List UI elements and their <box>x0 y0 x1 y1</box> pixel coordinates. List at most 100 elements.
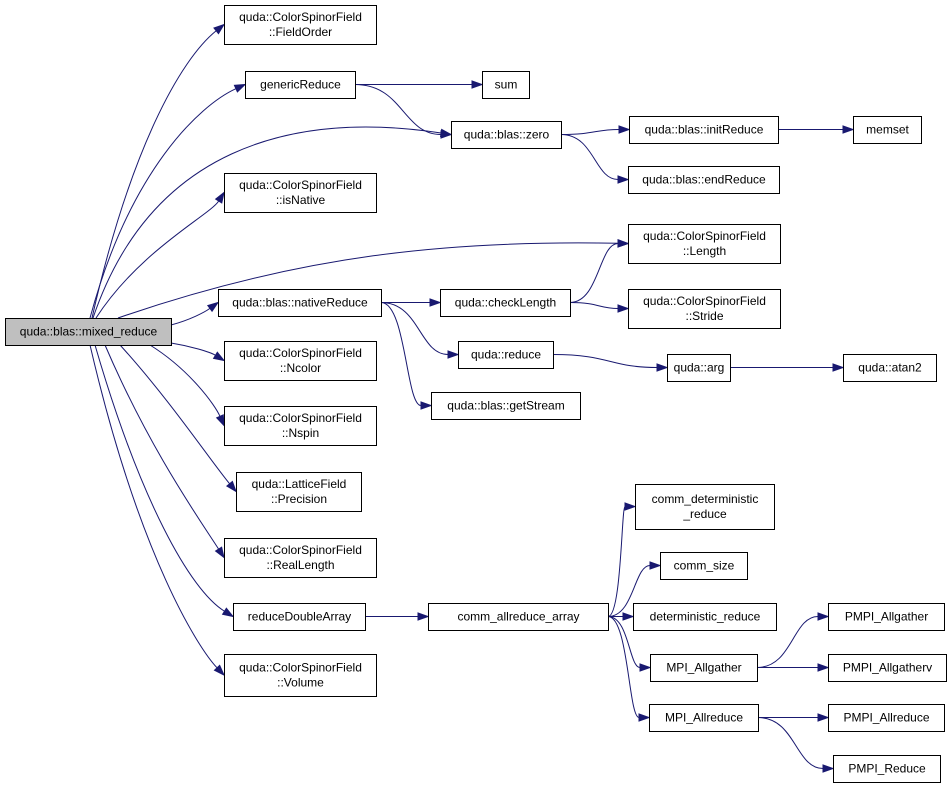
node-pmpiAllreduce[interactable]: PMPI_Allreduce <box>828 704 945 732</box>
node-label: ::Stride <box>685 309 723 323</box>
arrow-head-icon <box>842 125 855 134</box>
node-length[interactable]: quda::ColorSpinorField::Length <box>628 224 781 264</box>
edge-reduceDoubleArray-to-commAllreduceArray <box>364 612 430 621</box>
edge-root-to-reduceDoubleArray <box>94 344 235 618</box>
edge-line <box>170 307 211 326</box>
node-nspin[interactable]: quda::ColorSpinorField::Nspin <box>224 406 377 446</box>
node-label: ::Precision <box>271 492 327 506</box>
node-box <box>224 406 377 446</box>
edge-line <box>569 302 619 309</box>
node-label: quda::ColorSpinorField <box>239 178 362 192</box>
node-label: ::isNative <box>276 193 326 207</box>
edge-line <box>380 302 449 355</box>
node-endReduce[interactable]: quda::blas::endReduce <box>628 166 780 194</box>
node-reduceDoubleArray[interactable]: reduceDoubleArray <box>233 603 366 631</box>
node-mpiAllgather[interactable]: MPI_Allgather <box>650 654 758 682</box>
node-zero[interactable]: quda::blas::zero <box>451 121 562 149</box>
node-box <box>440 289 571 317</box>
node-label: comm_deterministic <box>652 492 759 506</box>
node-box <box>828 603 945 631</box>
node-getStream[interactable]: quda::blas::getStream <box>431 392 581 420</box>
node-box <box>224 654 377 697</box>
node-stride[interactable]: quda::ColorSpinorField::Stride <box>628 289 781 329</box>
edge-line <box>94 344 225 612</box>
arrow-head-icon <box>233 83 247 93</box>
arrow-head-icon <box>214 191 225 204</box>
edge-root-to-realLength <box>104 344 225 559</box>
edge-initReduce-to-memset <box>778 125 855 134</box>
node-realLength[interactable]: quda::ColorSpinorField::RealLength <box>224 538 377 578</box>
arrow-head-icon <box>221 607 235 618</box>
node-label: ::Ncolor <box>280 361 321 375</box>
node-pmpiAllgather[interactable]: PMPI_Allgather <box>828 603 945 631</box>
node-label: quda::ColorSpinorField <box>643 229 766 243</box>
edge-line <box>95 200 220 319</box>
node-box <box>828 654 947 682</box>
node-label: quda::LatticeField <box>252 477 347 491</box>
node-atan2[interactable]: quda::atan2 <box>843 354 937 382</box>
node-label: ::RealLength <box>266 558 334 572</box>
node-detReduce[interactable]: deterministic_reduce <box>633 603 777 631</box>
arrow-head-icon <box>817 612 830 621</box>
node-ncolor[interactable]: quda::ColorSpinorField::Ncolor <box>224 341 377 381</box>
node-initReduce[interactable]: quda::blas::initReduce <box>629 116 779 144</box>
edge-commAllreduceArray-to-commSize <box>607 561 662 617</box>
node-nativeReduce[interactable]: quda::blas::nativeReduce <box>218 289 382 317</box>
node-box <box>629 116 779 144</box>
edge-line <box>92 126 442 319</box>
node-label: ::Nspin <box>282 426 319 440</box>
edge-zero-to-endReduce <box>560 134 630 184</box>
node-precision[interactable]: quda::LatticeField::Precision <box>236 472 362 512</box>
edge-line <box>757 717 824 769</box>
node-fieldorder[interactable]: quda::ColorSpinorField::FieldOrder <box>224 5 377 45</box>
node-commDetReduce[interactable]: comm_deterministic_reduce <box>635 484 775 530</box>
edge-commAllreduceArray-to-mpiAllreduce <box>607 616 651 722</box>
arrow-head-icon <box>617 239 630 248</box>
arrow-head-icon <box>471 80 484 89</box>
node-label: comm_allreduce_array <box>457 610 579 624</box>
edge-line <box>607 506 626 617</box>
node-commAllreduceArray[interactable]: comm_allreduce_array <box>428 603 609 631</box>
node-label: quda::atan2 <box>858 361 922 375</box>
edge-arg-to-atan2 <box>730 363 845 372</box>
node-box <box>236 472 362 512</box>
node-label: deterministic_reduce <box>650 610 761 624</box>
arrow-head-icon <box>638 713 651 722</box>
edge-line <box>607 616 641 668</box>
edge-root-to-nativeReduce <box>170 301 220 326</box>
node-box <box>650 654 758 682</box>
edge-line <box>607 565 651 617</box>
arrow-head-icon <box>622 612 635 621</box>
node-root[interactable]: quda::blas::mixed_reduce <box>5 318 172 346</box>
edge-line <box>91 30 217 319</box>
node-memset[interactable]: memset <box>853 116 922 144</box>
node-label: MPI_Allreduce <box>665 711 743 725</box>
node-arg[interactable]: quda::arg <box>667 354 731 382</box>
node-label: quda::blas::zero <box>464 128 550 142</box>
node-volume[interactable]: quda::ColorSpinorField::Volume <box>224 654 377 697</box>
node-box <box>224 341 377 381</box>
edge-root-to-ncolor <box>170 342 226 362</box>
node-box <box>660 552 748 580</box>
arrow-head-icon <box>214 546 225 559</box>
edge-line <box>117 242 619 319</box>
node-isNative[interactable]: quda::ColorSpinorField::isNative <box>224 173 377 213</box>
node-checkLength[interactable]: quda::checkLength <box>440 289 571 317</box>
node-genericReduce[interactable]: genericReduce <box>245 71 356 99</box>
node-reduce[interactable]: quda::reduce <box>458 341 554 369</box>
node-pmpiAllgatherv[interactable]: PMPI_Allgatherv <box>828 654 947 682</box>
node-label: comm_size <box>674 559 735 573</box>
node-box <box>451 121 562 149</box>
arrow-head-icon <box>440 130 453 139</box>
node-box <box>628 166 780 194</box>
node-sum[interactable]: sum <box>482 71 530 99</box>
edge-checkLength-to-length <box>569 239 630 303</box>
node-commSize[interactable]: comm_size <box>660 552 748 580</box>
node-pmpiReduce[interactable]: PMPI_Reduce <box>833 755 941 783</box>
node-box <box>828 704 945 732</box>
edge-checkLength-to-stride <box>569 302 630 313</box>
arrow-head-icon <box>817 663 830 672</box>
edge-commAllreduceArray-to-commDetReduce <box>607 502 637 617</box>
node-mpiAllreduce[interactable]: MPI_Allreduce <box>649 704 759 732</box>
edge-line <box>354 84 442 135</box>
